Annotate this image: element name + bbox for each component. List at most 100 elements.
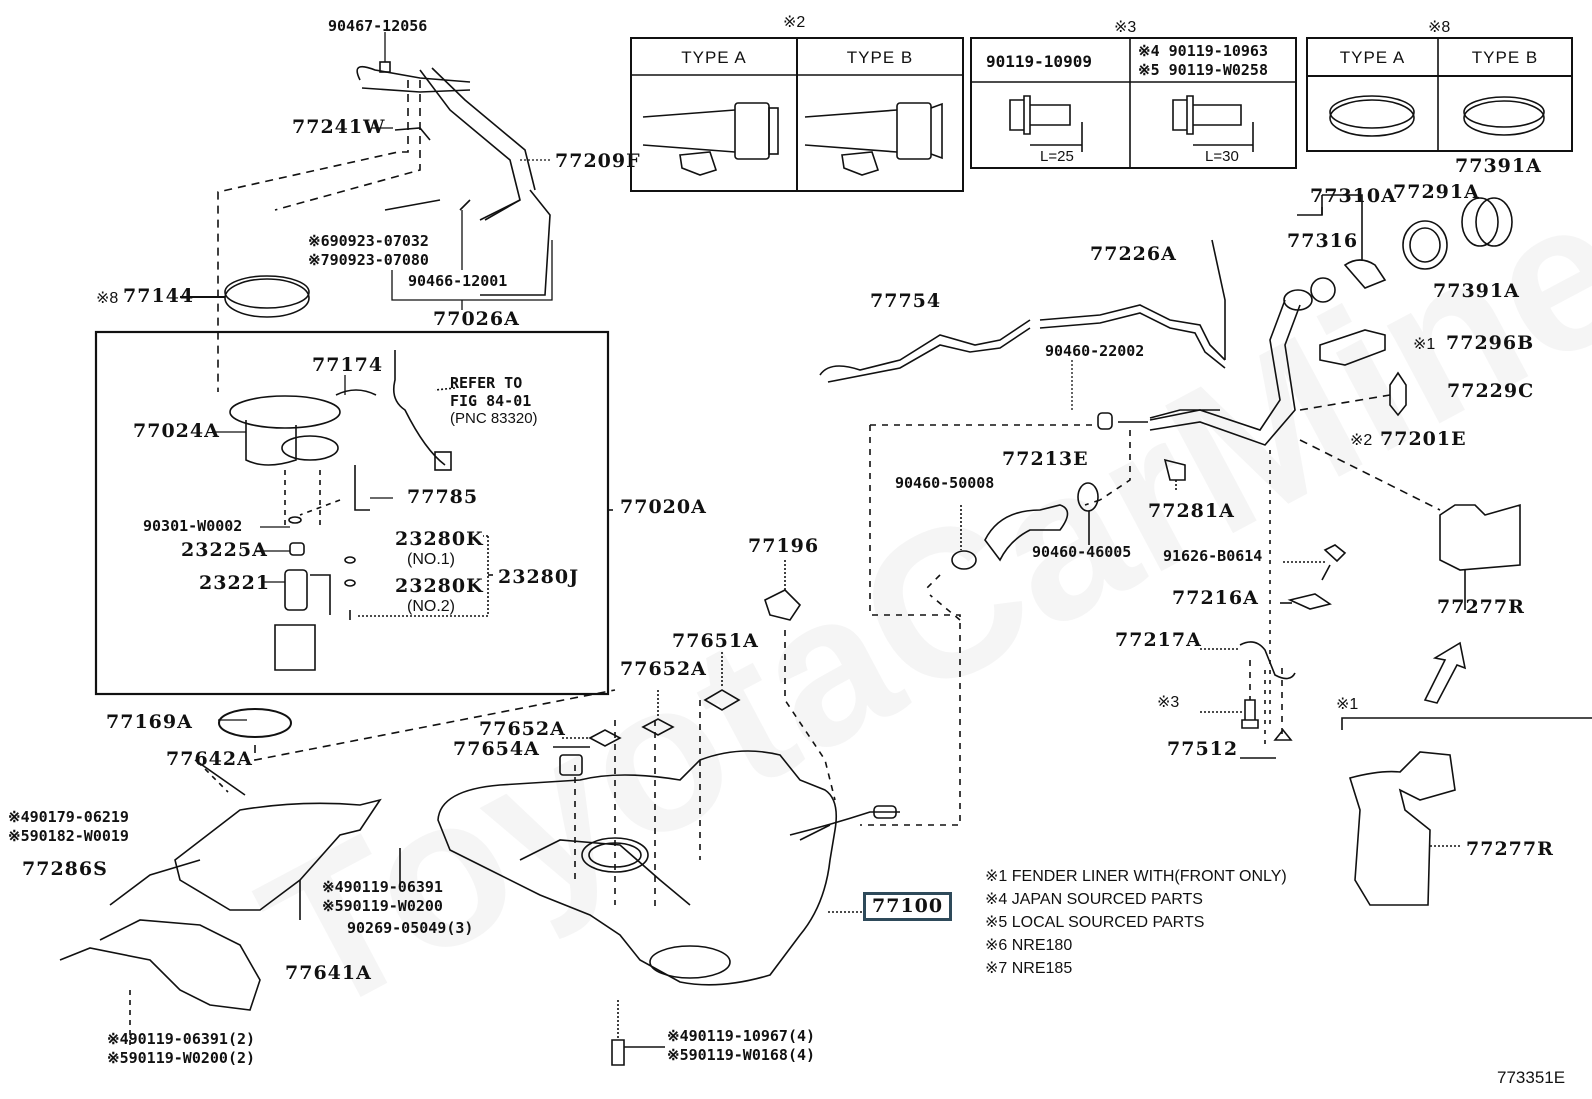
pump-assembly-artwork	[229, 350, 613, 671]
brackets-artwork	[1200, 544, 1347, 759]
part-label-23225a[interactable]: 23225A	[181, 539, 268, 561]
part-label-77169a[interactable]: 77169A	[106, 711, 193, 733]
footnote-4: ※4 JAPAN SOURCED PARTS	[985, 891, 1203, 908]
part-mark-77296b: ※1	[1413, 336, 1436, 353]
footnote-6: ※6 NRE180	[985, 937, 1073, 954]
footnote-1: ※1 FENDER LINER WITH(FRONT ONLY)	[985, 868, 1287, 885]
part-label-77391a-bottom[interactable]: 77391A	[1433, 280, 1520, 302]
part-label-90923-07080[interactable]: ※790923-07080	[308, 251, 429, 269]
table-2-mark: ※2	[783, 14, 806, 31]
leader-lines	[212, 32, 1073, 721]
hose-clamps-artwork	[860, 409, 1220, 826]
table-3-header-left: 90119-10909	[986, 52, 1092, 71]
part-label-90179-06219[interactable]: ※490179-06219	[8, 808, 129, 826]
part-label-77229c[interactable]: 77229C	[1447, 380, 1535, 402]
part-label-90119-w0200-2[interactable]: ※590119-W0200(2)	[107, 1049, 256, 1067]
part-label-77296b[interactable]: 77296B	[1446, 332, 1535, 354]
refer-to-line2: FIG 84-01	[450, 392, 532, 410]
part-sub-23280k-no1: (NO.1)	[407, 551, 455, 568]
pump-assembly-group-box	[94, 330, 610, 696]
inset-table-8-frame	[1306, 37, 1573, 152]
part-label-90466-12001[interactable]: 90466-12001	[408, 272, 508, 290]
part-label-90301-w0002[interactable]: 90301-W0002	[143, 517, 243, 535]
part-label-77026a[interactable]: 77026A	[433, 308, 520, 330]
table-8-header-type-b: TYPE B	[1471, 48, 1539, 67]
part-label-90119-w0200[interactable]: ※590119-W0200	[322, 897, 443, 915]
part-label-77100-highlighted[interactable]: 77100	[863, 892, 953, 921]
part-label-77277r-upper[interactable]: 77277R	[1437, 596, 1525, 618]
part-label-77316[interactable]: 77316	[1287, 230, 1359, 252]
part-label-77642a[interactable]: 77642A	[166, 748, 253, 770]
footnote-7: ※7 NRE185	[985, 960, 1073, 977]
part-mark-3-bolt[interactable]: ※3	[1157, 694, 1180, 711]
pads-artwork	[553, 560, 836, 801]
part-label-77754[interactable]: 77754	[870, 290, 942, 312]
part-mark-77144: ※8	[96, 290, 119, 307]
dashed-guide	[254, 689, 616, 761]
bracket-mark-1: ※1	[1336, 696, 1359, 713]
part-label-90460-22002[interactable]: 90460-22002	[1045, 342, 1145, 360]
part-label-77652a-upper[interactable]: 77652A	[620, 658, 707, 680]
part-label-77226a[interactable]: 77226A	[1090, 243, 1177, 265]
part-label-90119-06391[interactable]: ※490119-06391	[322, 878, 443, 896]
part-label-77020a[interactable]: 77020A	[620, 496, 707, 518]
part-label-77391a-top[interactable]: 77391A	[1455, 155, 1542, 177]
footnote-5: ※5 LOCAL SOURCED PARTS	[985, 914, 1205, 931]
part-label-77241w[interactable]: 77241W	[292, 116, 386, 138]
part-label-77209f[interactable]: 77209F	[555, 150, 641, 172]
part-label-23221[interactable]: 23221	[199, 572, 271, 594]
part-label-77281a[interactable]: 77281A	[1148, 500, 1235, 522]
part-label-90460-46005[interactable]: 90460-46005	[1032, 543, 1132, 561]
table-3-dim-l25: L=25	[1040, 148, 1074, 165]
part-label-77024a[interactable]: 77024A	[133, 420, 220, 442]
table-8-mark: ※8	[1428, 19, 1451, 36]
part-label-77641a[interactable]: 77641A	[285, 962, 372, 984]
part-label-90119-10967[interactable]: ※490119-10967(4)	[667, 1027, 816, 1045]
part-label-77652a-lower[interactable]: 77652A	[479, 718, 566, 740]
part-label-90460-50008[interactable]: 90460-50008	[895, 474, 995, 492]
part-label-77310a[interactable]: 77310A	[1310, 185, 1397, 207]
part-label-77291a[interactable]: 77291A	[1393, 181, 1480, 203]
part-label-77217a[interactable]: 77217A	[1115, 629, 1202, 651]
table-3-dim-l30: L=30	[1205, 148, 1239, 165]
part-label-77196[interactable]: 77196	[748, 535, 820, 557]
breather-hose-artwork	[217, 61, 551, 392]
figure-id: 773351E	[1497, 1068, 1566, 1087]
part-label-90467-12056[interactable]: 90467-12056	[328, 17, 428, 35]
table-2-header-type-a: TYPE A	[681, 48, 747, 67]
table-3-header-right-b: ※5 90119-W0258	[1138, 61, 1268, 79]
part-label-90182-w0019[interactable]: ※590182-W0019	[8, 827, 129, 845]
part-label-77651a[interactable]: 77651A	[672, 630, 759, 652]
filler-pipe-artwork	[819, 194, 1513, 750]
part-label-77785[interactable]: 77785	[407, 486, 479, 508]
part-label-77286s[interactable]: 77286S	[22, 858, 108, 880]
part-label-90119-06391-2[interactable]: ※490119-06391(2)	[107, 1030, 256, 1048]
part-label-77144[interactable]: 77144	[123, 285, 195, 307]
part-sub-23280k-no2: (NO.2)	[407, 598, 455, 615]
gasket-artwork	[218, 708, 292, 738]
part-label-91626-b0614[interactable]: 91626-B0614	[1163, 547, 1263, 565]
part-label-77216a[interactable]: 77216A	[1172, 587, 1259, 609]
part-label-77201e[interactable]: 77201E	[1380, 428, 1467, 450]
table-8-header-type-a: TYPE A	[1339, 48, 1406, 67]
lock-ring-artwork	[180, 275, 310, 318]
part-label-77174[interactable]: 77174	[312, 354, 384, 376]
heat-insulator-artwork	[59, 759, 401, 1050]
part-label-77213e[interactable]: 77213E	[1002, 448, 1089, 470]
table-3-header-right-a: ※4 90119-10963	[1138, 42, 1268, 60]
part-label-77100[interactable]: 77100	[872, 895, 944, 917]
part-label-77277r-lower[interactable]: 77277R	[1466, 838, 1554, 860]
part-label-90119-w0168[interactable]: ※590119-W0168(4)	[667, 1046, 816, 1064]
part-label-23280k-no2[interactable]: 23280K	[395, 575, 484, 597]
part-label-23280k-no1[interactable]: 23280K	[395, 528, 484, 550]
part-label-77512[interactable]: 77512	[1167, 738, 1239, 760]
part-label-23280j[interactable]: 23280J	[498, 566, 580, 588]
part-label-90923-07032[interactable]: ※690923-07032	[308, 232, 429, 250]
part-label-77654a[interactable]: 77654A	[453, 738, 540, 760]
fuel-tank-artwork	[437, 700, 900, 1066]
part-label-90269-05049[interactable]: 90269-05049(3)	[347, 919, 474, 937]
part-mark-77201e: ※2	[1350, 432, 1373, 449]
splash-shield-artwork	[1341, 503, 1592, 906]
refer-to-line3: (PNC 83320)	[450, 410, 538, 427]
